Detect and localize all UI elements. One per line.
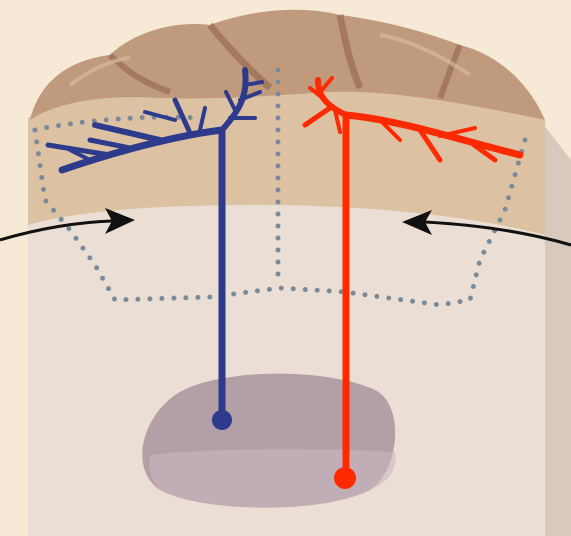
blue-neuron-terminal bbox=[212, 410, 232, 430]
red-neuron-terminal bbox=[334, 467, 356, 489]
